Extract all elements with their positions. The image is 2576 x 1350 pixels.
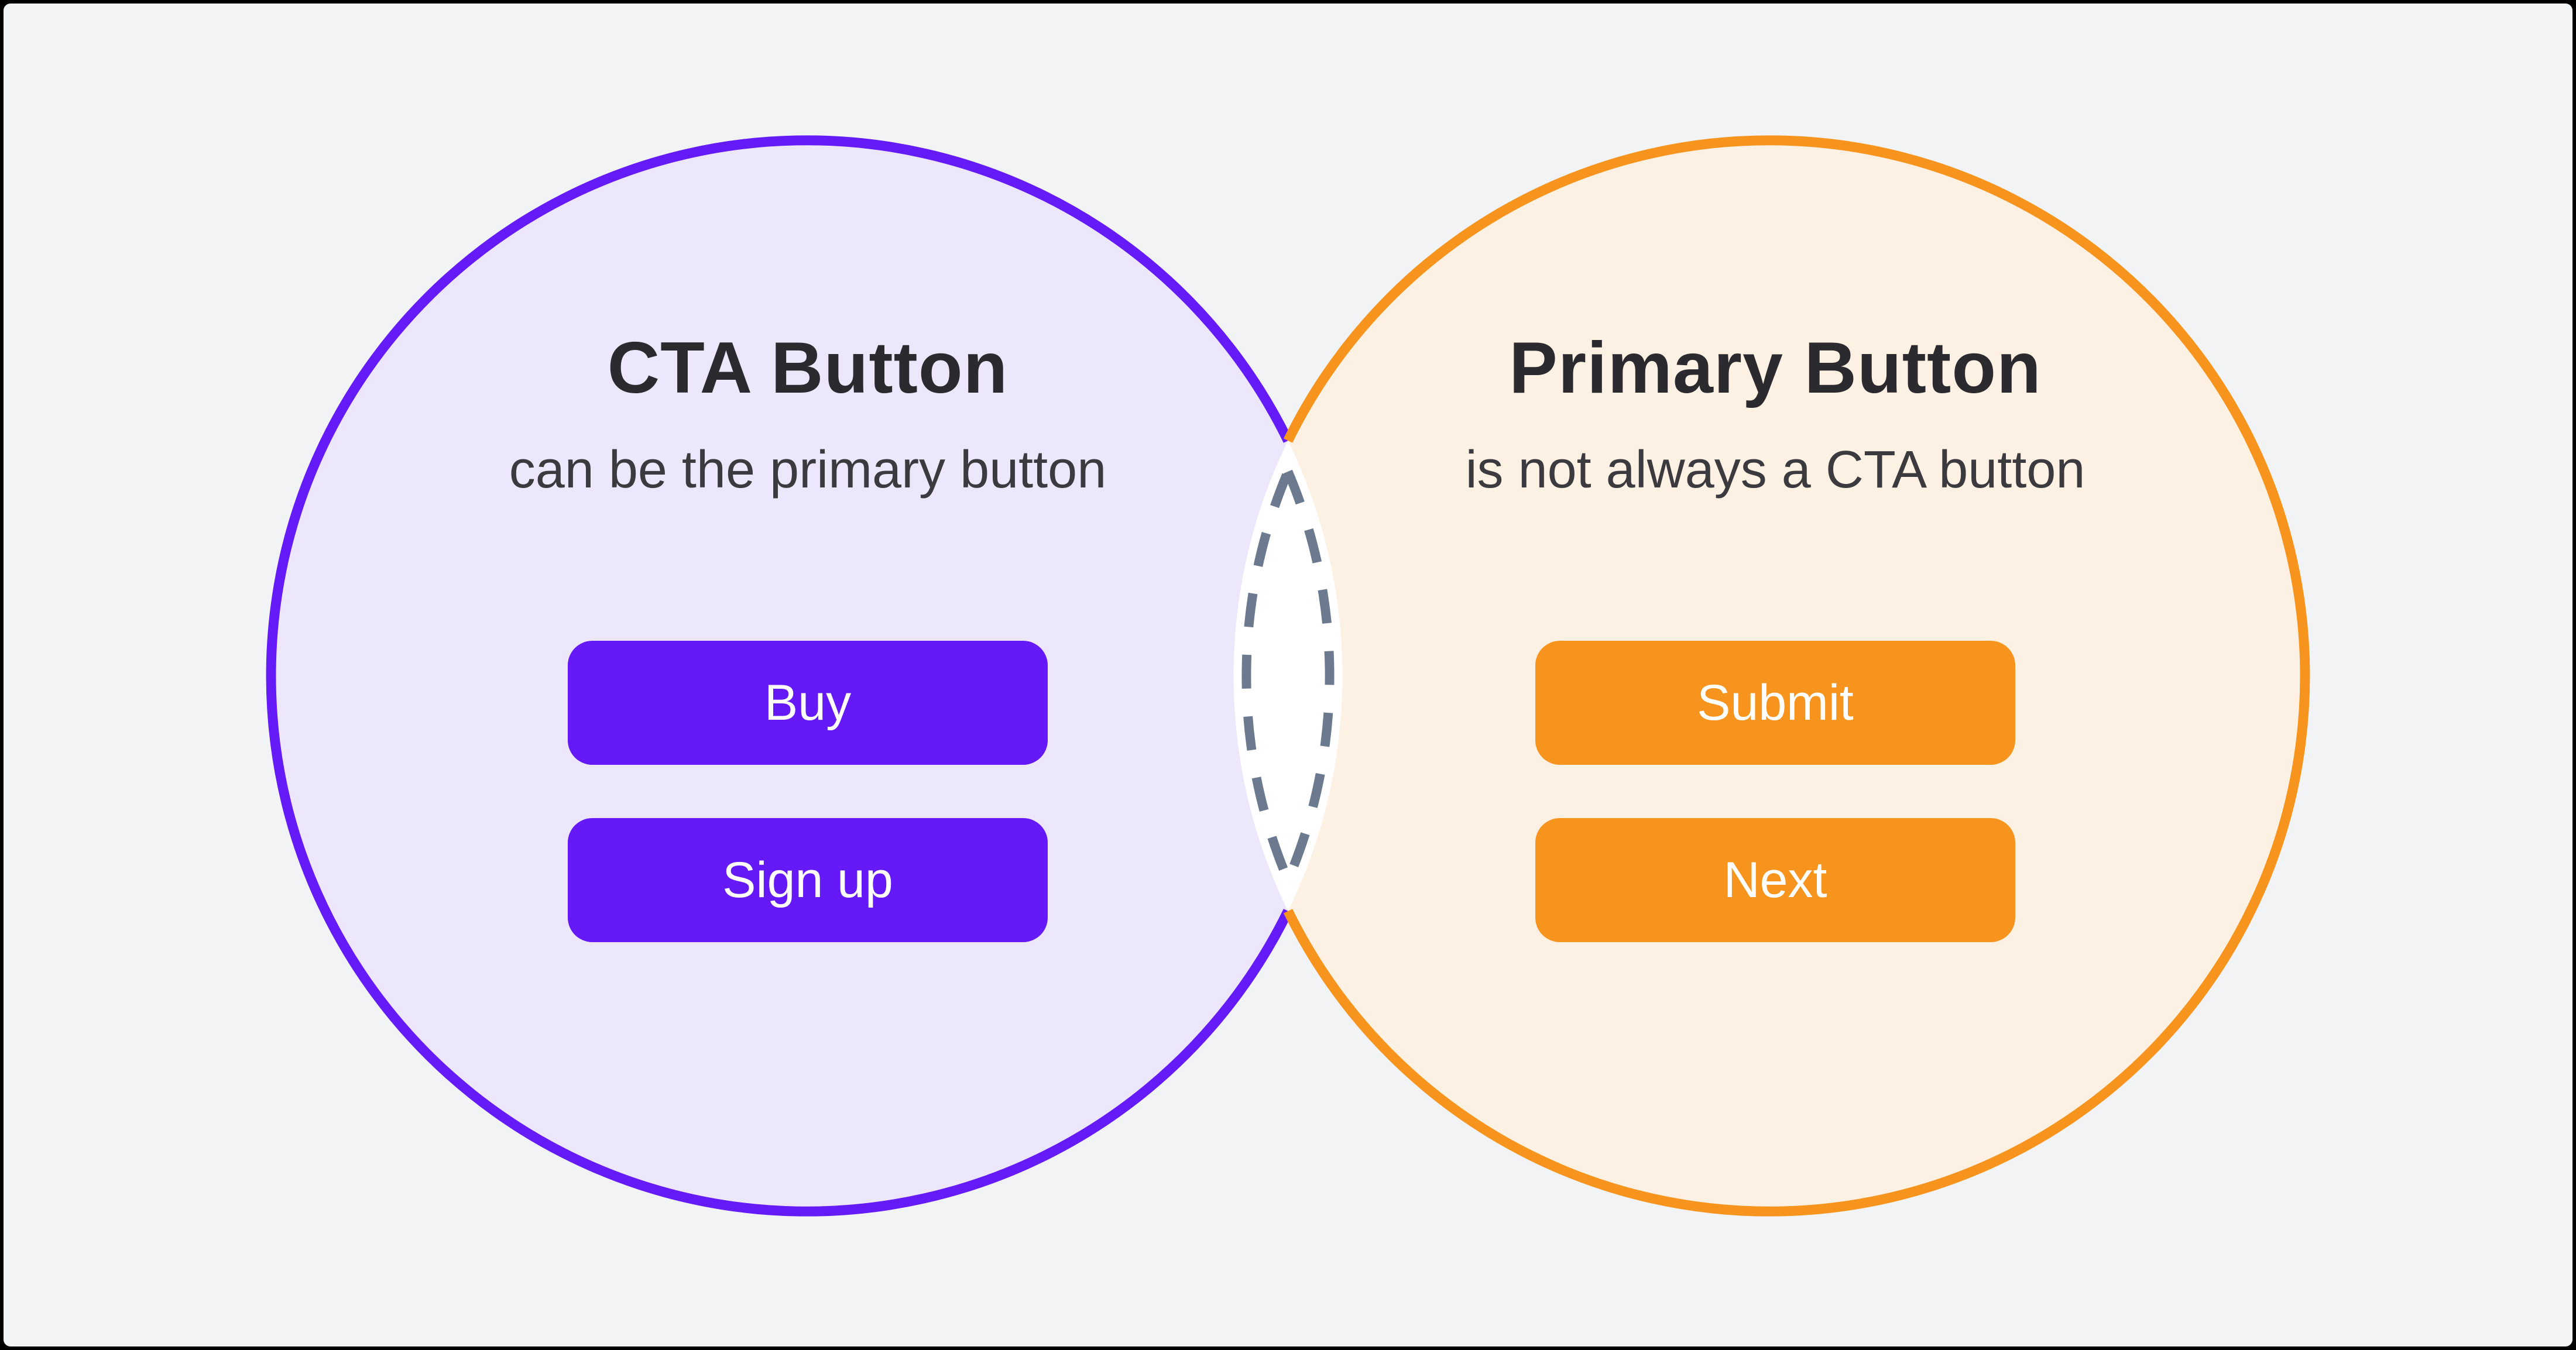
next-button[interactable]: Next (1535, 818, 2015, 942)
submit-button[interactable]: Submit (1535, 641, 2015, 765)
cta-subtitle: can be the primary button (509, 441, 1107, 499)
sign-up-button[interactable]: Sign up (568, 818, 1048, 942)
primary-circle-outline (1283, 135, 2310, 1217)
intersection-dashed-outline (1241, 459, 1335, 892)
cta-circle-outline (266, 135, 1293, 1217)
primary-title: Primary Button (1509, 328, 2042, 408)
cta-title: CTA Button (607, 328, 1009, 408)
buy-button[interactable]: Buy (568, 641, 1048, 765)
primary-subtitle: is not always a CTA button (1465, 441, 2086, 499)
venn-diagram (266, 135, 2310, 1217)
